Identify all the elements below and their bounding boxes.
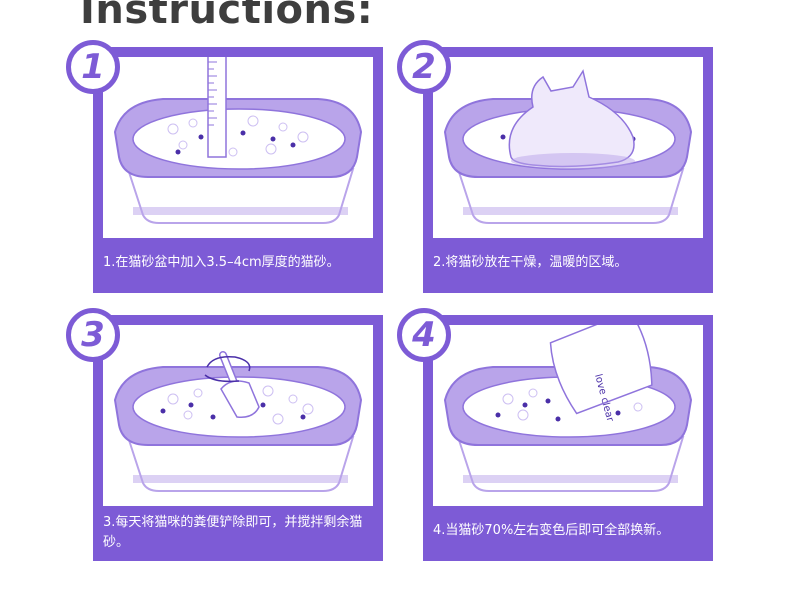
litter-box-cat-icon: [443, 69, 693, 224]
step-3-number: 3: [81, 315, 105, 355]
step-1-panel: 1.在猫砂盆中加入3.5–4cm厚度的猫砂。: [93, 47, 383, 293]
step-2-panel: 2.将猫砂放在干燥，温暖的区域。: [423, 47, 713, 293]
step-1-number: 1: [81, 47, 105, 87]
step-3-number-badge: 3: [66, 308, 120, 362]
step-3-caption: 3.每天将猫咪的粪便铲除即可，并搅拌剩余猫砂。: [103, 515, 363, 550]
step-4-number: 4: [412, 315, 436, 355]
page-title: Instructions:: [80, 0, 374, 33]
step-3-illustration: [103, 325, 373, 506]
step-2-illustration: [433, 57, 703, 238]
step-1-illustration: [103, 57, 373, 238]
step-4-panel: love clear 4.当猫砂70%左右变色后即可全部换新。: [423, 315, 713, 561]
litter-box-ruler-icon: [113, 57, 363, 224]
step-4-caption: 4.当猫砂70%左右变色后即可全部换新。: [433, 523, 670, 538]
step-3-panel: 3.每天将猫咪的粪便铲除即可，并搅拌剩余猫砂。: [93, 315, 383, 561]
step-2-number-badge: 2: [397, 40, 451, 94]
step-4-number-badge: 4: [397, 308, 451, 362]
step-1-caption: 1.在猫砂盆中加入3.5–4cm厚度的猫砂。: [103, 255, 340, 270]
litter-box-bag-icon: love clear: [443, 325, 693, 492]
step-2-number: 2: [412, 47, 436, 87]
litter-box-scoop-icon: [113, 351, 363, 492]
step-2-caption: 2.将猫砂放在干燥，温暖的区域。: [433, 255, 628, 270]
step-4-illustration: love clear: [433, 325, 703, 506]
step-1-number-badge: 1: [66, 40, 120, 94]
